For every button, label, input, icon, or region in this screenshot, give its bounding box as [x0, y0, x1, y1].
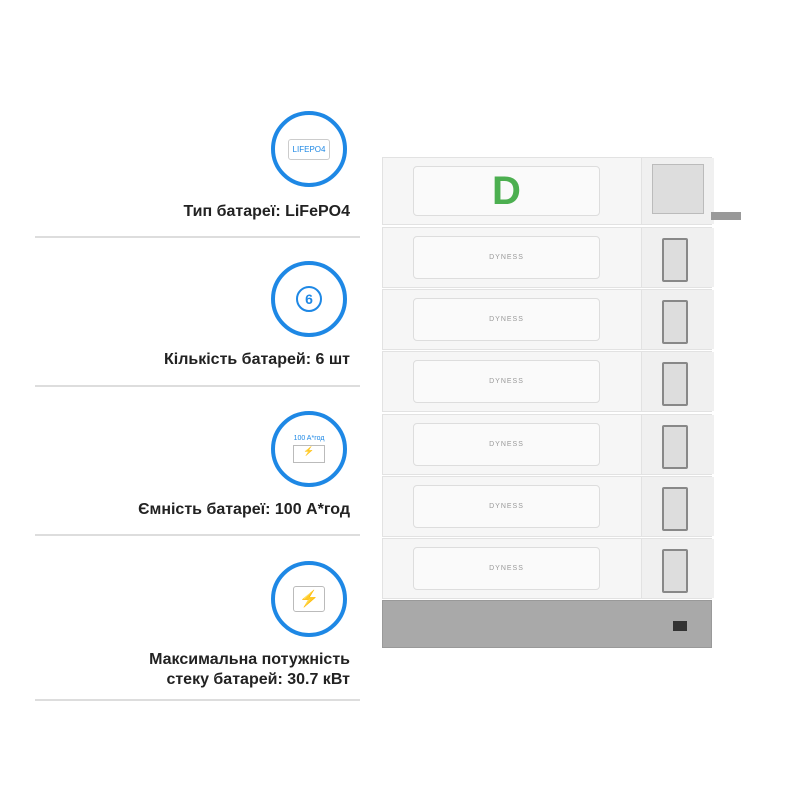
power-stack-icon: ⚡ — [271, 561, 347, 637]
feature-label: Ємність батареї: 100 А*год — [138, 501, 350, 518]
breaker — [662, 362, 688, 407]
base — [382, 600, 712, 648]
feature-label-line: Максимальна потужність — [149, 651, 350, 668]
module-brand: DYNESS — [489, 316, 524, 324]
feature-label: Тип батареї: LiFePO4 — [183, 203, 350, 220]
breaker — [662, 424, 688, 469]
module-brand: DYNESS — [489, 378, 524, 386]
module-side — [641, 414, 714, 474]
feature-label: Кількість батарей: 6 шт — [164, 351, 350, 368]
front-panel: DYNESS — [413, 298, 600, 342]
module-brand: DYNESS — [489, 502, 524, 510]
module-brand: DYNESS — [489, 565, 524, 572]
breaker — [662, 549, 688, 593]
breaker — [662, 486, 688, 531]
feature-label: Максимальна потужність стеку батарей: 30… — [149, 650, 350, 690]
icon-text: 6 — [296, 286, 322, 312]
control-unit: D — [382, 157, 741, 225]
module-side — [641, 539, 714, 598]
lifepo4-battery-icon: LIFEPO4 — [271, 111, 347, 187]
battery-module: DYNESS — [382, 538, 714, 599]
battery-icon: ⚡ — [293, 445, 325, 463]
control-panel — [641, 158, 714, 224]
battery-module: DYNESS — [382, 351, 714, 413]
module-side — [641, 476, 714, 536]
module-side — [641, 352, 714, 412]
breaker — [662, 300, 688, 345]
module-side — [641, 228, 714, 287]
battery-capacity-icon: 100 A*год ⚡ — [271, 411, 347, 487]
front-panel: DYNESS — [413, 422, 600, 466]
base-port — [673, 621, 687, 631]
lightning-icon: ⚡ — [293, 586, 325, 612]
module-brand: DYNESS — [489, 254, 524, 261]
brand-logo: D — [492, 168, 521, 213]
feature-label-line: стеку батарей: 30.7 кВт — [166, 671, 350, 688]
divider — [35, 699, 360, 701]
module-brand: DYNESS — [489, 440, 524, 448]
divider — [35, 534, 360, 536]
icon-text: LIFEPO4 — [287, 138, 331, 160]
front-panel: DYNESS — [413, 484, 600, 528]
battery-module: DYNESS — [382, 289, 714, 351]
front-panel: D — [413, 166, 600, 216]
divider — [35, 385, 360, 387]
battery-module: DYNESS — [382, 413, 714, 475]
battery-module: DYNESS — [382, 475, 714, 537]
front-panel: DYNESS — [413, 360, 600, 404]
module-side — [641, 290, 714, 350]
front-panel: DYNESS — [413, 547, 600, 590]
handle — [711, 212, 741, 220]
battery-count-icon: 6 — [271, 261, 347, 337]
battery-module: DYNESS — [382, 227, 714, 288]
divider — [35, 236, 360, 238]
breaker — [662, 238, 688, 282]
icon-text: 100 A*год — [293, 435, 325, 442]
front-panel: DYNESS — [413, 236, 600, 279]
